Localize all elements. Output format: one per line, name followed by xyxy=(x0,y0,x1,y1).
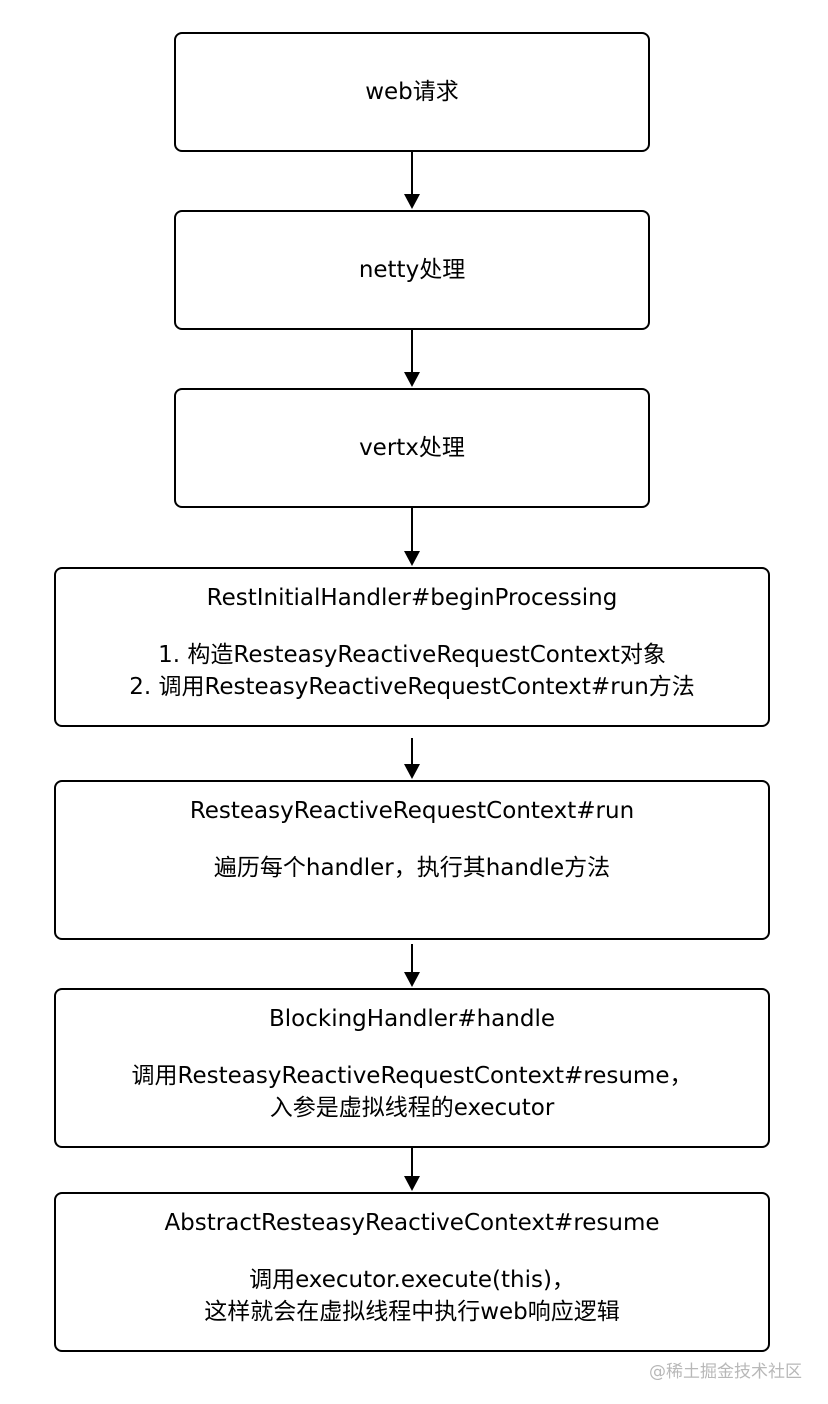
node-vertx-title: vertx处理 xyxy=(359,435,465,461)
node-context-run-title: ResteasyReactiveRequestContext#run xyxy=(189,798,635,824)
arrow-web-to-netty xyxy=(404,152,420,209)
arrow-context-run-to-blocking-handler xyxy=(404,944,420,987)
node-context-run-line-1: 遍历每个handler，执行其handle方法 xyxy=(213,855,611,881)
arrow-rest-initial-handler-to-context-run xyxy=(404,738,420,779)
arrow-blocking-handler-to-abstract-context-resume xyxy=(404,1148,420,1191)
node-blocking-handler-title: BlockingHandler#handle xyxy=(269,1006,555,1032)
node-context-run: ResteasyReactiveRequestContext#run 遍历每个h… xyxy=(54,780,770,940)
node-abstract-context-resume-title: AbstractResteasyReactiveContext#resume xyxy=(164,1210,660,1236)
node-rest-initial-handler-line-2: 2. 调用ResteasyReactiveRequestContext#run方… xyxy=(129,674,695,700)
node-blocking-handler-line-2: 入参是虚拟线程的executor xyxy=(269,1095,555,1121)
node-abstract-context-resume: AbstractResteasyReactiveContext#resume 调… xyxy=(54,1192,770,1352)
node-web-request: web请求 xyxy=(174,32,650,152)
node-abstract-context-resume-body: 调用executor.execute(this)， 这样就会在虚拟线程中执行we… xyxy=(56,1264,768,1328)
node-blocking-handler-line-1: 调用ResteasyReactiveRequestContext#resume， xyxy=(131,1063,693,1089)
watermark: @稀土掘金技术社区 xyxy=(649,1362,802,1382)
node-rest-initial-handler-line-1: 1. 构造ResteasyReactiveRequestContext对象 xyxy=(158,642,666,668)
node-blocking-handler-body: 调用ResteasyReactiveRequestContext#resume，… xyxy=(56,1060,768,1124)
node-rest-initial-handler-body: 1. 构造ResteasyReactiveRequestContext对象 2.… xyxy=(56,639,768,703)
arrow-vertx-to-rest-initial-handler xyxy=(404,508,420,566)
node-abstract-context-resume-line-1: 调用executor.execute(this)， xyxy=(249,1267,575,1293)
node-web-request-title: web请求 xyxy=(365,79,459,105)
node-netty-title: netty处理 xyxy=(358,257,466,283)
node-rest-initial-handler-title: RestInitialHandler#beginProcessing xyxy=(206,585,618,611)
node-blocking-handler: BlockingHandler#handle 调用ResteasyReactiv… xyxy=(54,988,770,1148)
node-vertx: vertx处理 xyxy=(174,388,650,508)
node-rest-initial-handler: RestInitialHandler#beginProcessing 1. 构造… xyxy=(54,567,770,727)
arrow-netty-to-vertx xyxy=(404,330,420,387)
node-context-run-body: 遍历每个handler，执行其handle方法 xyxy=(56,852,768,884)
node-abstract-context-resume-line-2: 这样就会在虚拟线程中执行web响应逻辑 xyxy=(204,1299,620,1325)
node-netty: netty处理 xyxy=(174,210,650,330)
